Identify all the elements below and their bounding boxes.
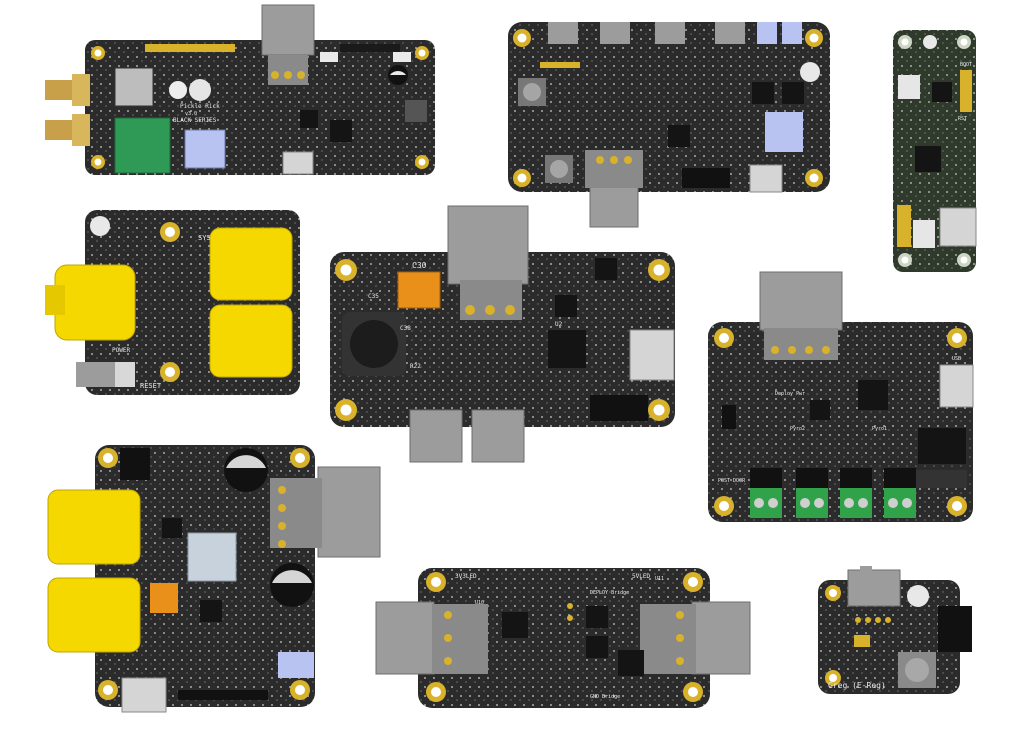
r22-label: R22	[410, 363, 421, 370]
pyro2-label: Pyro2	[790, 426, 805, 432]
deploy-pwr-label: Deploy Pwr	[775, 391, 805, 397]
adc-board	[508, 22, 830, 228]
usb-label: USB	[952, 356, 961, 362]
gray-connector	[847, 569, 901, 607]
sys-label: SYS	[198, 234, 211, 242]
board-version-label: v3.0	[185, 111, 197, 117]
palm-logo	[189, 79, 211, 101]
greg-board: Greg (E-Reg)	[818, 566, 972, 694]
reset-label: RESET	[140, 382, 162, 390]
u11-label: U11	[655, 576, 664, 582]
electrolytic-capacitor-bottom	[270, 563, 314, 607]
usb-connector	[939, 364, 974, 408]
gnd-bridge-label: GND Bridge	[590, 694, 620, 700]
sma-connector-bottom	[45, 114, 90, 146]
gray-connector	[261, 4, 315, 56]
bridge-board: 3V3LED 5VLED DEPLOY Bridge GND Bridge U1…	[375, 568, 751, 708]
gray-connector	[447, 205, 529, 285]
narrow-green-board: BOOT RST	[893, 30, 977, 272]
boot-label: BOOT	[960, 62, 972, 68]
xt30-connector-bottom	[47, 577, 141, 653]
power-board: SYS POWER RESET	[45, 210, 300, 395]
gray-connector	[759, 271, 843, 331]
deploy-bridge-label: DEPLOY Bridge	[590, 590, 629, 596]
screw-terminals	[750, 468, 916, 518]
battery-board	[47, 445, 381, 713]
sma-connector-top	[45, 74, 90, 106]
xt30-connector-left	[45, 264, 136, 341]
c30-label: C30	[412, 261, 427, 270]
radio-module	[114, 117, 171, 174]
xt30-connector-right-bottom	[209, 304, 293, 378]
rst-label: RST	[958, 116, 967, 122]
u2-label: U2	[555, 321, 563, 328]
xt30-connector-top	[47, 489, 141, 565]
tantalum-capacitor	[397, 271, 441, 309]
board-name-label: Greg (E-Reg)	[828, 681, 886, 690]
power-label: POWER	[112, 347, 130, 354]
post-door-label: POST DOOR	[718, 478, 746, 484]
led-label-5v: 5VLED	[632, 573, 650, 580]
usb-connector	[939, 207, 977, 247]
electrolytic-capacitor-top	[224, 448, 268, 492]
c38-label: C38	[400, 325, 411, 332]
usb-connector	[749, 164, 783, 193]
pickle-rick-board: Pickle Rick v3.0 BLACK SERIES	[45, 4, 435, 175]
gnss-module	[114, 67, 154, 107]
sd-card-slot	[184, 129, 226, 169]
u10-label: U10	[475, 600, 484, 606]
gray-connector-right	[691, 601, 751, 675]
pyro-board: Deploy Pwr Pyro1 Pyro2 POST DOOR USB	[708, 271, 974, 522]
gray-connector	[317, 466, 381, 558]
board-series-label: BLACK SERIES	[173, 117, 217, 124]
gray-connector	[589, 184, 639, 228]
usb-connector	[282, 151, 314, 175]
pyro1-label: Pyro1	[872, 426, 887, 432]
center-board: C30 C35 C38 R22 U2	[330, 205, 675, 463]
led-label-3v3: 3V3LED	[455, 573, 477, 580]
team-logo	[169, 81, 187, 99]
xt30-connector-right-top	[209, 227, 293, 301]
board-name-label: Pickle Rick	[180, 103, 220, 110]
usb-connector	[121, 677, 167, 713]
c35-label: C35	[368, 293, 379, 300]
gray-connector-left	[375, 601, 435, 675]
